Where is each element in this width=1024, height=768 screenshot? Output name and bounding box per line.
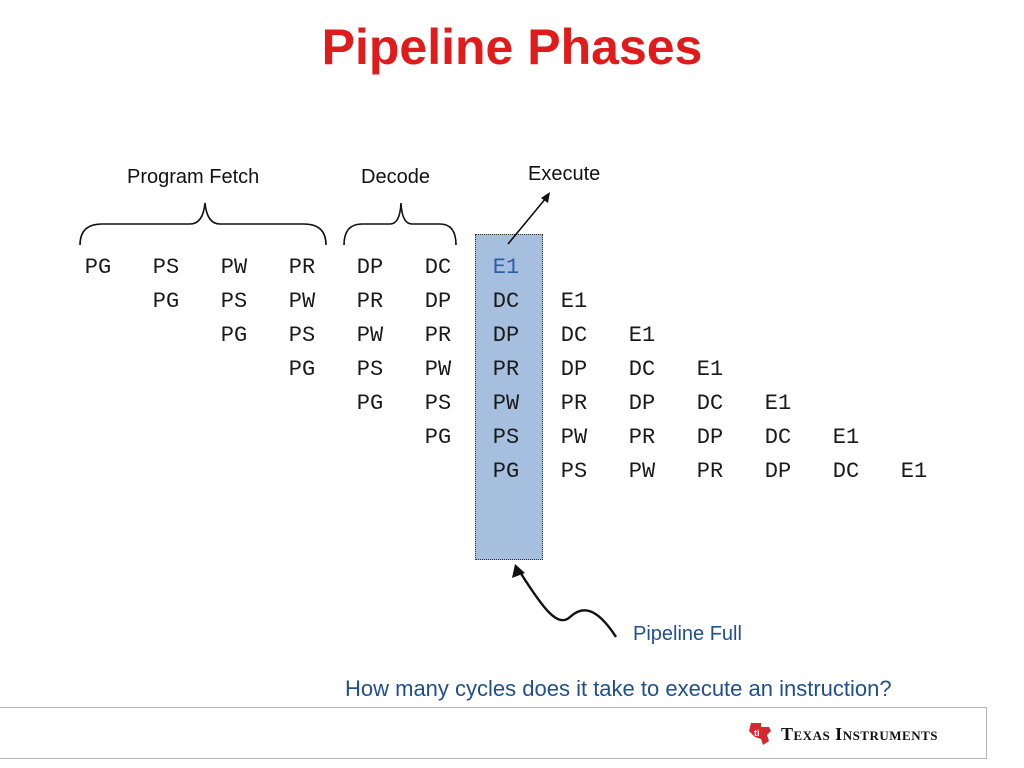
pipeline-cell: PG [288, 357, 316, 382]
pipeline-full-arrow-line [518, 571, 618, 638]
pipeline-cell: PR [288, 255, 316, 280]
pipeline-cell: E1 [832, 425, 860, 450]
pipeline-full-arrow-head [512, 564, 525, 578]
pipeline-cell: PS [288, 323, 316, 348]
execute-label: Execute [528, 163, 601, 185]
pipeline-cell: PW [560, 425, 588, 450]
pipeline-cell: PW [628, 459, 656, 484]
ti-logo-text: Texas Instruments [781, 723, 938, 744]
pipeline-cell: PW [492, 391, 520, 416]
decode-label: Decode [361, 166, 430, 188]
program-fetch-label: Program Fetch [127, 166, 260, 188]
pipeline-cell: PW [288, 289, 316, 314]
pipeline-cell: PR [628, 425, 656, 450]
slide-title: Pipeline Phases [321, 19, 703, 75]
pipeline-cell: PG [356, 391, 384, 416]
pipeline-cell: DP [628, 391, 656, 416]
pipeline-cell: PG [492, 459, 520, 484]
pipeline-cell: DC [628, 357, 656, 382]
pipeline-cell: PG [220, 323, 248, 348]
ti-state-icon: ti [749, 723, 771, 745]
question-text: How many cycles does it take to execute … [345, 676, 892, 701]
pipeline-cell: PG [424, 425, 452, 450]
decode-brace [343, 202, 457, 246]
pipeline-cell: PR [492, 357, 520, 382]
pipeline-cell: DP [356, 255, 384, 280]
program-fetch-brace [79, 202, 327, 246]
pipeline-cell: PG [152, 289, 180, 314]
pipeline-cell: DP [560, 357, 588, 382]
pipeline-cell: DC [424, 255, 452, 280]
pipeline-cell: PS [560, 459, 588, 484]
pipeline-cell: PR [696, 459, 724, 484]
execute-arrow-line [507, 197, 547, 245]
pipeline-cell: E1 [492, 255, 520, 280]
pipeline-cell: DP [492, 323, 520, 348]
pipeline-cell: DP [764, 459, 792, 484]
pipeline-cell: E1 [764, 391, 792, 416]
pipeline-cell: E1 [900, 459, 928, 484]
pipeline-cell: PS [424, 391, 452, 416]
pipeline-cell: PS [220, 289, 248, 314]
pipeline-cell: E1 [560, 289, 588, 314]
pipeline-cell: PW [356, 323, 384, 348]
pipeline-cell: PS [152, 255, 180, 280]
pipeline-cell: PR [560, 391, 588, 416]
pipeline-cell: PR [424, 323, 452, 348]
execute-arrow-head [541, 192, 550, 203]
pipeline-cell: DC [492, 289, 520, 314]
pipeline-full-label: Pipeline Full [633, 623, 742, 645]
pipeline-cell: DC [764, 425, 792, 450]
pipeline-cell: PW [220, 255, 248, 280]
pipeline-cell: DP [696, 425, 724, 450]
pipeline-cell: PG [84, 255, 112, 280]
pipeline-cell: PR [356, 289, 384, 314]
ti-logo: ti Texas Instruments [747, 721, 938, 747]
footer-bar [0, 707, 987, 759]
pipeline-cell: E1 [696, 357, 724, 382]
pipeline-cell: DC [696, 391, 724, 416]
pipeline-cell: DC [832, 459, 860, 484]
pipeline-cell: DP [424, 289, 452, 314]
svg-text:ti: ti [754, 728, 760, 738]
pipeline-cell: PS [492, 425, 520, 450]
pipeline-cell: E1 [628, 323, 656, 348]
pipeline-full-highlight [475, 234, 543, 560]
pipeline-cell: PS [356, 357, 384, 382]
pipeline-cell: PW [424, 357, 452, 382]
pipeline-cell: DC [560, 323, 588, 348]
